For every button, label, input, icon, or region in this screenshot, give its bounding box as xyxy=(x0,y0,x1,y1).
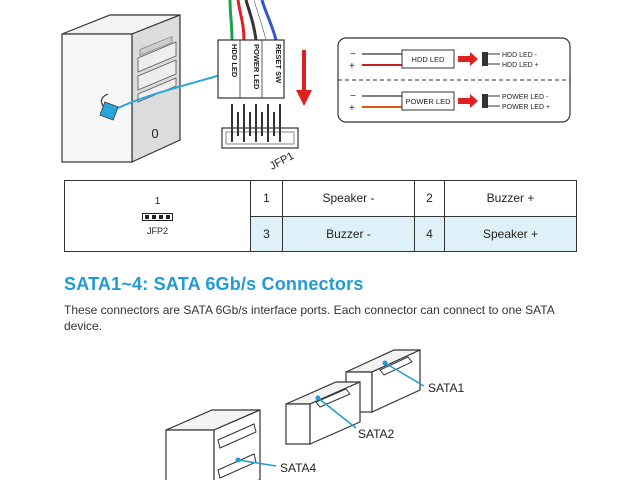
power-plus-sign: + xyxy=(349,103,355,114)
table-row: 1 JFP2 1 Speaker - 2 Buzzer + xyxy=(64,180,577,252)
sata2-label: SATA2 xyxy=(358,427,395,441)
pin-function: Buzzer - xyxy=(282,215,415,252)
section-title: SATA1~4: SATA 6Gb/s Connectors xyxy=(64,274,364,294)
front-panel-connector: HDD LED POWER LED RESET SW xyxy=(217,39,285,99)
table-row: 3 Buzzer - 4 Speaker + xyxy=(65,215,577,252)
sata2-connector xyxy=(285,381,361,445)
hdd-plus-sign: + xyxy=(349,61,355,72)
jfp1-pin-header: JFP1 xyxy=(221,104,299,173)
sata1-connector xyxy=(345,349,425,413)
pin-number: 1 xyxy=(250,180,283,217)
connector-label-reset-sw: RESET SW xyxy=(274,44,283,84)
connector-label-power-led: POWER LED xyxy=(252,44,261,90)
pc-chassis: 0 xyxy=(61,14,225,163)
jfp1-label: JFP1 xyxy=(268,150,296,173)
hdd-led-box-label: HDD LED xyxy=(412,55,446,64)
pin-function: Speaker + xyxy=(444,215,577,252)
jfp2-header-graphic: 1 JFP2 xyxy=(64,180,251,252)
jfp2-pin-table: 1 JFP2 1 Speaker - 2 Buzzer + 3 Buzzer -… xyxy=(64,180,577,252)
front-panel-wires xyxy=(228,0,278,41)
power-led-plus-label: POWER LED + xyxy=(502,104,550,111)
pin-number: 4 xyxy=(414,215,445,252)
section-description: These connectors are SATA 6Gb/s interfac… xyxy=(64,303,555,333)
pin-function: Buzzer + xyxy=(444,180,577,217)
sata1-label: SATA1 xyxy=(428,381,465,395)
hdd-minus-sign: − xyxy=(350,49,356,60)
jfp2-pin-one-label: 1 xyxy=(154,195,161,207)
power-led-minus-label: POWER LED - xyxy=(502,94,549,101)
pin-function: Speaker - xyxy=(282,180,415,217)
hdd-led-minus-label: HDD LED - xyxy=(502,52,538,59)
pin-number: 2 xyxy=(414,180,445,217)
sata4-connector xyxy=(165,409,277,480)
led-wiring-panel: − + HDD LED HDD LED - HDD LED + − + POWE… xyxy=(337,37,571,123)
jfp2-pin-strip xyxy=(142,212,173,221)
power-minus-sign: − xyxy=(350,91,356,102)
power-led-box-label: POWER LED xyxy=(405,97,451,106)
pin-number: 3 xyxy=(250,215,283,252)
sata-illustration: SATA1 SATA2 SATA4 xyxy=(165,349,465,480)
sata4-label: SATA4 xyxy=(280,461,317,475)
jfp2-name-label: JFP2 xyxy=(146,225,168,236)
insert-arrow xyxy=(296,50,312,106)
chassis-power-button: 0 xyxy=(151,126,158,141)
connector-label-hdd-led: HDD LED xyxy=(230,44,239,78)
hdd-led-plus-label: HDD LED + xyxy=(502,62,539,69)
